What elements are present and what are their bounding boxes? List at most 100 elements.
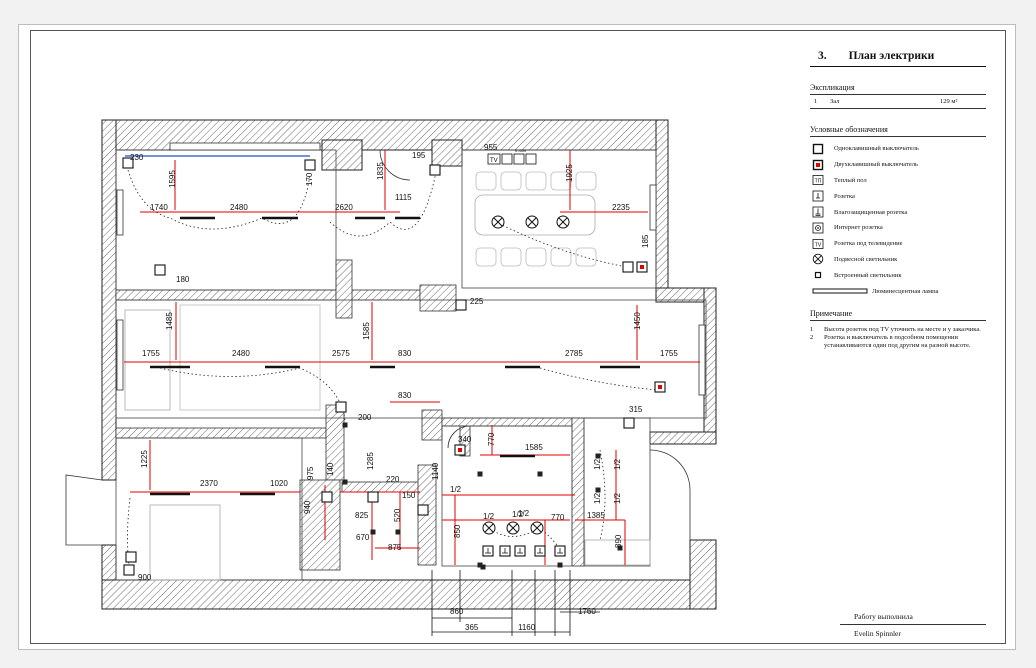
dimension-label: 1595: [168, 170, 177, 188]
dimension-label: 1755: [142, 349, 160, 358]
note-text: Высота розеток под TV уточнить на месте …: [824, 325, 981, 333]
dimension-label: 1585: [525, 443, 543, 452]
wall-east-lower: [689, 539, 717, 610]
dining-chair: [550, 247, 572, 267]
dining-chair: [475, 247, 497, 267]
dimension-label: 1450: [633, 312, 642, 330]
single-switch: [417, 504, 429, 516]
single-switch: [623, 417, 635, 429]
tv-socket-box-4: [525, 153, 537, 165]
dimension-label: 900: [138, 573, 152, 582]
dimension-label: 1285: [366, 452, 375, 470]
partitions: [115, 149, 707, 581]
dimension-label: 220: [386, 475, 400, 484]
socket: [514, 545, 526, 557]
external-dimensions: [431, 570, 600, 636]
wall-east-upper: [655, 119, 669, 291]
legend-label: Встроенный светильник: [834, 271, 902, 279]
single-switch: [321, 491, 333, 503]
recessed-light: [477, 562, 483, 568]
wiring: [127, 169, 659, 573]
room-outline-kitchen: [583, 417, 651, 567]
single-switch: [429, 164, 441, 176]
dimension-label: 2785: [565, 349, 583, 358]
legend-item: Влагозащищенная розетка: [810, 204, 986, 220]
single-switch: [367, 491, 379, 503]
dimension-label: 1140: [431, 462, 440, 480]
door-west-exterior: [65, 474, 103, 546]
rug: [179, 304, 321, 411]
legend-list: Одноклавишный выключатель Двухклавишный …: [810, 141, 986, 299]
waterproof-socket-icon: [810, 206, 826, 218]
legend-item: Двухклавишный выключатель: [810, 157, 986, 173]
sheet-header: 3. План электрики: [810, 50, 986, 67]
single-switch: [622, 261, 634, 273]
wiring-path-4: [159, 367, 346, 421]
legend-label: Розетка: [834, 192, 855, 200]
dining-chair: [525, 171, 547, 191]
tv-socket-label: TV: [490, 158, 498, 164]
single-switch: [304, 159, 316, 171]
door-bath-arc: [447, 425, 471, 449]
sheet-title: План электрики: [848, 50, 935, 62]
tv-socket-box-2: [501, 153, 513, 165]
dimension-label: 2235: [612, 203, 630, 212]
dimension-label: 2620: [335, 203, 353, 212]
legend-label: Влагозащищенная розетка: [834, 208, 908, 216]
legend-item: ТП Теплый пол: [810, 173, 986, 189]
dimension-label: 170: [305, 172, 314, 186]
notes-section: Примечание 1 Высота розеток под TV уточн…: [810, 309, 986, 350]
sheet-number: 3.: [818, 50, 827, 62]
wall-top-notch-2: [431, 139, 463, 167]
legend-item: Встроенный светильник: [810, 267, 986, 283]
dining-chair: [500, 171, 522, 191]
wiring-path-1: [127, 169, 311, 230]
note-text: Розетка и выключатель в подсобном помеще…: [824, 333, 971, 349]
signature-block: Работу выполнила Evelin Spinnler: [840, 612, 986, 638]
double-switch: [636, 261, 648, 273]
pendant-light: [491, 215, 505, 229]
dimension-label: 1740: [150, 203, 168, 212]
room-outline-bath: [441, 425, 573, 567]
window-east-2: [698, 324, 706, 396]
dimension-label: 830: [398, 391, 412, 400]
legend-label: Теплый пол: [834, 176, 867, 184]
single-switch: [122, 157, 134, 169]
explication-num: 1: [814, 98, 818, 105]
outer-walls: [101, 119, 717, 610]
socket: [554, 545, 566, 557]
legend-title: Условные обозначения: [810, 125, 986, 137]
recessed-light: [370, 529, 376, 535]
dimension-label: 955: [484, 143, 498, 152]
explication-section: Экспликация 1 Зал 129 м²: [810, 83, 986, 109]
recessed-light: [557, 562, 563, 568]
inner-wall-1: [115, 289, 337, 301]
dimension-label: 2480: [232, 349, 250, 358]
dimension-label: 1/2: [613, 458, 622, 470]
explication-name: Зал: [830, 98, 840, 105]
single-switch: [123, 564, 135, 576]
signature-name: Evelin Spinnler: [854, 629, 901, 638]
dimension-label: 200: [358, 413, 372, 422]
dimension-label: 315: [629, 405, 643, 414]
dimension-label: 1/2: [593, 458, 602, 470]
dimension-label: 1/2: [483, 512, 495, 521]
inner-wall-7: [421, 409, 443, 441]
inner-wall-3: [335, 259, 353, 319]
legend-section: Условные обозначения Одноклавишный выклю…: [810, 125, 986, 299]
double-switch: [454, 444, 466, 456]
single-switch: [154, 264, 166, 276]
recessed-light: [617, 545, 623, 551]
sofa-left: [124, 309, 171, 411]
heated-floor-icon: ТП: [810, 174, 826, 186]
legend-label: Люминесцентная лампа: [872, 287, 939, 295]
recessed-lights: [342, 422, 623, 570]
dining-chair: [525, 247, 547, 267]
legend-item: Одноклавишный выключатель: [810, 141, 986, 157]
legend-panel: 3. План электрики Экспликация 1 Зал 129 …: [810, 50, 986, 350]
explication-title: Экспликация: [810, 83, 986, 95]
dimension-label: 770: [551, 513, 565, 522]
tv-socket-group: TV h=600: [487, 148, 537, 165]
dimension-label: 185: [641, 234, 650, 248]
furniture: [124, 194, 651, 581]
